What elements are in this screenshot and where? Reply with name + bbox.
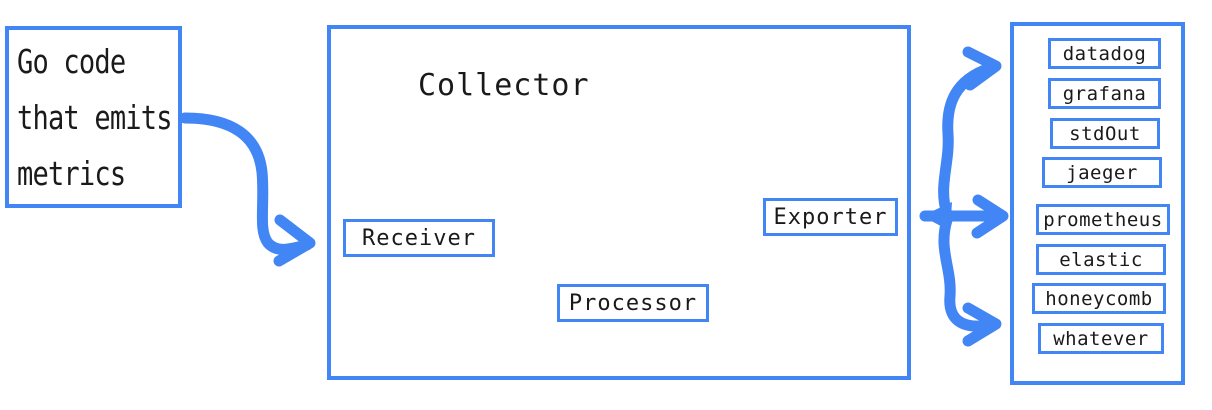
arrow-source-to-collector	[179, 112, 316, 267]
destination-box-datadog[interactable]: datadog	[1048, 38, 1161, 69]
exporter-box[interactable]: Exporter	[763, 198, 898, 236]
destination-box-honeycomb[interactable]: honeycomb	[1032, 283, 1166, 314]
source-line-2: that emits	[17, 98, 173, 137]
destination-box-jaeger[interactable]: jaeger	[1042, 157, 1162, 188]
destination-box-prometheus[interactable]: prometheus	[1036, 204, 1170, 235]
destination-box-elastic[interactable]: elastic	[1036, 244, 1166, 275]
source-code-box: Go code that emits metrics	[5, 26, 182, 208]
receiver-box[interactable]: Receiver	[343, 219, 495, 257]
destination-box-whatever[interactable]: whatever	[1038, 323, 1164, 354]
source-line-3: metrics	[17, 154, 126, 193]
destinations-panel: datadog grafana stdOut jaeger prometheus elas…	[1010, 22, 1185, 385]
destination-box-stdOut[interactable]: stdOut	[1050, 118, 1160, 149]
source-code-text: Go code that emits metrics	[17, 34, 173, 202]
source-line-1: Go code	[17, 42, 126, 81]
collector-label: Collector	[418, 68, 590, 103]
processor-box[interactable]: Processor	[557, 284, 709, 322]
destination-box-grafana[interactable]: grafana	[1048, 78, 1161, 109]
arrow-collector-to-destinations	[919, 46, 1009, 347]
